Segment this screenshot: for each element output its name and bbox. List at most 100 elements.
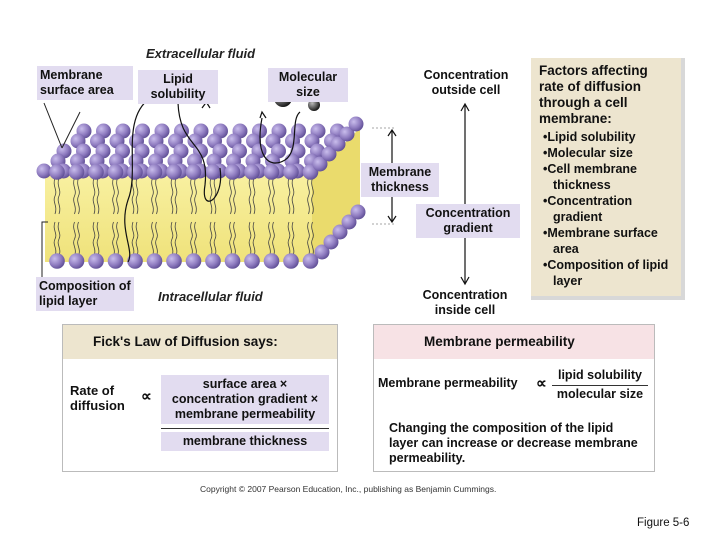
phospholipid-head bbox=[185, 164, 202, 180]
permeability-heading: Membrane permeability bbox=[374, 325, 654, 359]
phospholipid-head bbox=[339, 126, 355, 142]
phospholipid-tail bbox=[151, 221, 154, 257]
phospholipid-tail bbox=[170, 177, 174, 215]
numerator-surface-area: surface area × bbox=[202, 377, 288, 391]
factors-list: Lipid solubility Molecular size Cell mem… bbox=[531, 129, 681, 289]
ficks-law-panel: Fick's Law of Diffusion says: Rate of di… bbox=[62, 324, 338, 472]
figure-label: Figure 5-6 bbox=[637, 517, 690, 529]
extracellular-label: Extracellular fluid bbox=[146, 46, 256, 61]
phospholipid-tail bbox=[131, 177, 135, 215]
lipid-solubility-path-2 bbox=[177, 102, 222, 202]
phospholipid-head bbox=[107, 164, 124, 180]
ficks-law-heading: Fick's Law of Diffusion says: bbox=[63, 325, 337, 359]
phospholipid-tail bbox=[73, 221, 76, 257]
phospholipid-head bbox=[330, 136, 346, 152]
factor-item: Molecular size bbox=[541, 145, 681, 161]
copyright-text: Copyright © 2007 Pearson Education, Inc.… bbox=[200, 484, 497, 494]
lipid-tails bbox=[53, 177, 314, 257]
rate-of-diffusion-label: Rate of diffusion bbox=[70, 383, 125, 413]
phospholipid-tail bbox=[252, 221, 256, 257]
ficks-fraction-bar bbox=[161, 428, 329, 429]
phospholipid-head bbox=[321, 146, 337, 162]
phospholipid-tail bbox=[96, 221, 100, 257]
phospholipid-head bbox=[49, 164, 65, 180]
phospholipid-tail bbox=[307, 221, 310, 257]
factor-item: Composition of lipid layer bbox=[541, 257, 681, 289]
phospholipid-head bbox=[244, 164, 260, 180]
membrane-side bbox=[312, 128, 360, 262]
numerator-membrane-permeability: membrane permeability bbox=[174, 407, 316, 421]
phospholipid-head bbox=[323, 234, 339, 250]
phospholipid-tail bbox=[233, 221, 236, 257]
phospholipid-tail bbox=[233, 177, 236, 215]
conc-outside-label: Concentration outside cell bbox=[423, 68, 509, 97]
phospholipid-head bbox=[36, 163, 52, 179]
permeability-fraction-bar bbox=[552, 385, 648, 386]
lipid-solubility-label: Lipid solubility bbox=[138, 70, 218, 104]
ficks-denominator: membrane thickness bbox=[161, 432, 329, 451]
phospholipid-tail bbox=[131, 221, 135, 257]
phospholipid-tail bbox=[170, 221, 174, 257]
phospholipid-head bbox=[244, 253, 260, 269]
phospholipid-tail bbox=[229, 221, 232, 257]
ficks-numerator: surface area × concentration gradient × … bbox=[161, 375, 329, 424]
ficks-law-title: Fick's Law of Diffusion bbox=[93, 334, 240, 349]
phospholipid-tail bbox=[291, 177, 295, 215]
phospholipid-tail bbox=[116, 221, 119, 257]
phospholipid-tail bbox=[174, 177, 178, 215]
conc-gradient-label: Concentration gradient bbox=[416, 204, 520, 238]
phospholipid-tail bbox=[73, 177, 76, 215]
phospholipid-tail bbox=[272, 221, 275, 257]
permeability-lhs: Membrane permeability bbox=[378, 376, 518, 390]
permeability-panel: Membrane permeability Membrane permeabil… bbox=[373, 324, 655, 472]
factor-item: Concentration gradient bbox=[541, 193, 681, 225]
phospholipid-head bbox=[224, 164, 241, 180]
phospholipid-tail bbox=[57, 221, 61, 257]
lipid-heads bbox=[36, 116, 366, 269]
lipid-bilayer-illustration bbox=[36, 89, 470, 290]
phospholipid-head bbox=[146, 253, 163, 269]
phospholipid-tail bbox=[268, 221, 271, 257]
concentration-arrow bbox=[460, 102, 470, 286]
phospholipid-head bbox=[166, 164, 182, 180]
phospholipid-tail bbox=[112, 221, 115, 257]
phospholipid-head bbox=[49, 253, 65, 269]
phospholipid-tail bbox=[135, 221, 139, 257]
thickness-bracket bbox=[372, 127, 396, 225]
phospholipid-head bbox=[332, 224, 348, 240]
phospholipid-tail bbox=[229, 177, 232, 215]
phospholipid-tail bbox=[77, 221, 80, 257]
phospholipid-tail bbox=[213, 177, 217, 215]
factor-item: Cell membrane thickness bbox=[541, 161, 681, 193]
phospholipid-tail bbox=[287, 177, 291, 215]
phospholipid-tail bbox=[155, 177, 158, 215]
factor-item: Lipid solubility bbox=[541, 129, 681, 145]
phospholipid-head bbox=[205, 164, 221, 180]
phospholipid-tail bbox=[77, 177, 80, 215]
phospholipid-head bbox=[68, 164, 85, 180]
phospholipid-tail bbox=[307, 177, 310, 215]
phospholipid-head bbox=[185, 253, 202, 269]
small-molecule-icon bbox=[308, 99, 320, 111]
composition-label: Composition of lipid layer bbox=[36, 277, 134, 311]
conc-inside-label: Concentration inside cell bbox=[422, 288, 508, 317]
phospholipid-tail bbox=[291, 221, 295, 257]
phospholipid-head bbox=[341, 214, 357, 230]
ficks-proportional-symbol: ∝ bbox=[141, 388, 152, 405]
phospholipid-head bbox=[146, 164, 163, 180]
phospholipid-head bbox=[224, 253, 241, 269]
phospholipid-head bbox=[127, 253, 143, 269]
phospholipid-tail bbox=[311, 221, 314, 257]
phospholipid-tail bbox=[209, 177, 213, 215]
phospholipid-head bbox=[263, 164, 280, 180]
phospholipid-head bbox=[205, 253, 221, 269]
phospholipid-tail bbox=[194, 221, 197, 257]
factors-box: Factors affecting rate of diffusion thro… bbox=[531, 58, 685, 300]
phospholipid-tail bbox=[190, 221, 193, 257]
phospholipid-tail bbox=[213, 221, 217, 257]
phospholipid-tail bbox=[96, 177, 100, 215]
phospholipid-head bbox=[283, 164, 299, 180]
permeability-numerator: lipid solubility bbox=[557, 368, 643, 382]
phospholipid-tail bbox=[53, 221, 57, 257]
permeability-note: Changing the composition of the lipid la… bbox=[389, 421, 638, 465]
